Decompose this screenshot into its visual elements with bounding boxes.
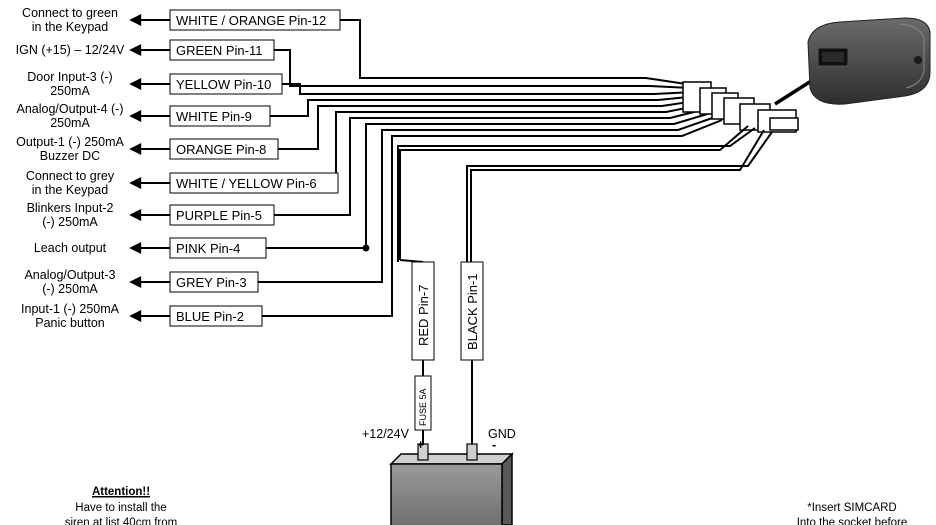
wire-line: [274, 107, 711, 216]
black-pin-label: BLACK Pin-1: [460, 261, 484, 361]
wire-line: [262, 119, 723, 317]
function-label: Analog/Output-3: [24, 268, 115, 282]
pin-label: PINK Pin-4: [176, 241, 240, 256]
battery-icon: [389, 443, 514, 525]
tracker-device-icon: [807, 17, 931, 105]
fuse-text: FUSE 5A: [418, 388, 428, 426]
pin-label-box: [169, 271, 259, 293]
positive-label: +12/24V: [362, 427, 410, 441]
pin-label-box: [169, 105, 271, 127]
function-label: Door Input-3 (-): [27, 70, 112, 84]
function-label: in the Keypad: [32, 183, 108, 197]
function-label: Buzzer DC: [40, 149, 100, 163]
pin-label-box: [169, 204, 275, 226]
pin-label: BLUE Pin-2: [176, 309, 244, 324]
red-pin-label: RED Pin-7: [411, 261, 435, 361]
wire-row: WHITE Pin-9 Analog/Output-4 (-)250mA: [17, 102, 271, 130]
wire-line: [274, 49, 691, 89]
wire-row: GREEN Pin-11 IGN (+15) – 12/24V: [16, 39, 275, 61]
wire-line: [266, 111, 715, 249]
function-label: Panic button: [35, 316, 105, 330]
simcard-line-1: *Insert SIMCARD: [807, 502, 896, 514]
pin-label-box: [169, 138, 279, 160]
attention-title: Attention!!: [92, 486, 150, 498]
plus-sign: +: [417, 438, 424, 452]
black-pin-text: BLACK Pin-1: [465, 273, 480, 350]
pin-label-box: [169, 305, 263, 327]
function-label: Analog/Output-4 (-): [17, 102, 124, 116]
pin-label-box: [169, 237, 267, 259]
power-wires: [397, 125, 773, 447]
pin-label-box: [169, 39, 275, 61]
pin-label: WHITE Pin-9: [176, 109, 252, 124]
wire-row: PINK Pin-4 Leach output: [34, 237, 267, 259]
pin-label-box: [169, 73, 283, 95]
function-label: Output-1 (-) 250mA: [16, 135, 124, 149]
ground-label: GND: [488, 427, 516, 441]
function-label: IGN (+15) – 12/24V: [16, 43, 125, 57]
wire-line: [278, 99, 703, 150]
pin-label: YELLOW Pin-10: [176, 77, 271, 92]
function-label: in the Keypad: [32, 20, 108, 34]
function-label: Leach output: [34, 241, 107, 255]
wire-row: YELLOW Pin-10 Door Input-3 (-)250mA: [27, 70, 283, 98]
wire-line: [270, 95, 699, 117]
pin-label: GREEN Pin-11: [176, 43, 262, 58]
fuse-icon: FUSE 5A: [414, 375, 432, 431]
wire-line: [258, 115, 719, 283]
function-label: 250mA: [50, 116, 90, 130]
attention-line-1: Have to install the: [75, 502, 166, 514]
function-label: Blinkers Input-2: [27, 201, 114, 215]
wire-row: GREY Pin-3 Analog/Output-3(-) 250mA: [24, 268, 259, 296]
connector-block: [682, 81, 799, 133]
wire-line: [282, 83, 695, 95]
red-pin-text: RED Pin-7: [416, 285, 431, 346]
pin-label: WHITE / YELLOW Pin-6: [176, 176, 317, 191]
pin-label-box: [169, 172, 339, 194]
wire-row: WHITE / ORANGE Pin-12 Connect to greenin …: [22, 6, 341, 34]
function-label: Input-1 (-) 250mA: [21, 302, 120, 316]
function-label: (-) 250mA: [42, 282, 98, 296]
pin-label: WHITE / ORANGE Pin-12: [176, 13, 326, 28]
junction-dot: [362, 244, 370, 252]
minus-sign: -: [492, 438, 496, 452]
pin-label: PURPLE Pin-5: [176, 208, 262, 223]
function-label: Connect to green: [22, 6, 118, 20]
attention-line-2: siren at list 40cm from: [65, 517, 177, 525]
function-label: 250mA: [50, 84, 90, 98]
pin-label: GREY Pin-3: [176, 275, 247, 290]
function-label: (-) 250mA: [42, 215, 98, 229]
wire-row: PURPLE Pin-5 Blinkers Input-2(-) 250mA: [27, 201, 275, 229]
pin-label: ORANGE Pin-8: [176, 142, 266, 157]
pin-label-box: [169, 9, 341, 31]
simcard-line-2: Into the socket before: [797, 517, 908, 525]
function-label: Connect to grey: [26, 169, 115, 183]
wire-bundle: [258, 19, 723, 317]
wire-line: [340, 19, 687, 85]
